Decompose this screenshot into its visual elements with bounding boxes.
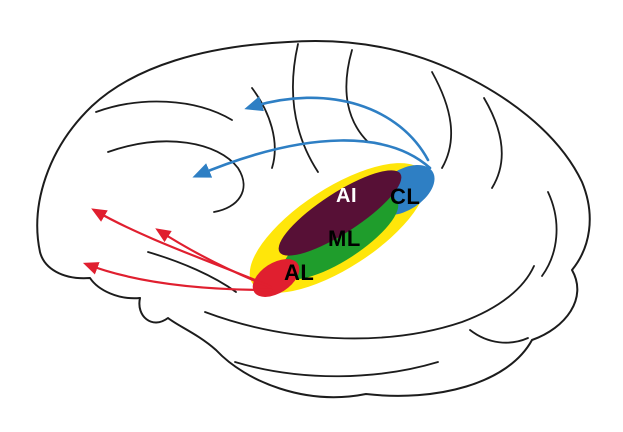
sulcus-line <box>95 100 233 121</box>
sulcus-line <box>541 191 558 277</box>
region-labels-group: AI CL ML AL <box>284 184 420 285</box>
red-projection-arrow <box>155 228 272 289</box>
sulcus-line <box>483 97 503 189</box>
blue-projection-arrow <box>192 139 432 178</box>
label-AL: AL <box>284 260 314 285</box>
label-CL: CL <box>390 184 420 209</box>
red-projection-arrow <box>82 262 274 292</box>
region-AL <box>252 259 300 297</box>
sulcus-line <box>345 49 369 143</box>
caudal-projection-arrows <box>192 96 432 178</box>
inferior-temporal-sulcus <box>234 361 439 378</box>
sulcus-line <box>469 329 529 344</box>
rostral-projection-arrows <box>82 208 274 292</box>
blue-projection-arrow <box>244 96 430 162</box>
label-ML: ML <box>328 226 361 251</box>
region-ML <box>281 196 399 280</box>
sulcus-line <box>147 251 237 293</box>
sulcus-line <box>251 87 276 169</box>
region-AI-core <box>278 170 402 256</box>
sulcus-line <box>431 71 453 169</box>
superior-temporal-sulcus <box>204 265 535 340</box>
sulci-group <box>95 43 558 378</box>
auditory-regions-group <box>249 163 435 297</box>
label-AI: AI <box>336 185 357 207</box>
sulcus-line <box>292 43 319 173</box>
